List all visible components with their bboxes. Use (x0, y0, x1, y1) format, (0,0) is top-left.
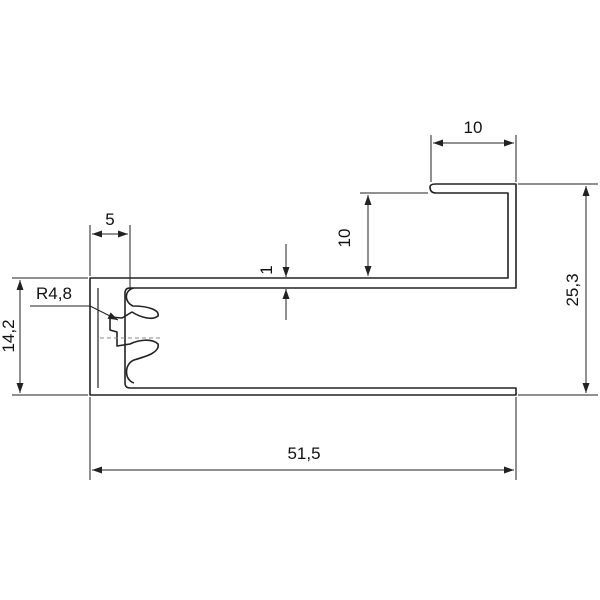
dim-total-height-label: 25,3 (563, 273, 582, 306)
dim-total-height (518, 183, 598, 396)
profile-outer-contour (89, 183, 517, 396)
dim-total-width (89, 397, 517, 480)
profile-inner-clip (109, 287, 159, 384)
dim-left-height (12, 277, 88, 396)
profile-outline (89, 183, 517, 396)
dim-left-height-label: 14,2 (0, 319, 18, 352)
dim-top-flange-drop-label: 10 (335, 229, 354, 248)
dim-top-flange-width-label: 10 (464, 118, 483, 137)
dim-total-width-label: 51,5 (287, 444, 320, 463)
dim-radius-label: R4,8 (36, 284, 72, 303)
dim-radius (30, 305, 119, 321)
dim-wall-thickness-label: 1 (257, 265, 276, 274)
dim-top-flange-width (430, 135, 517, 182)
dim-left-gap-label: 5 (105, 210, 114, 229)
dim-left-gap (89, 225, 131, 290)
dim-top-flange-drop (360, 192, 428, 276)
